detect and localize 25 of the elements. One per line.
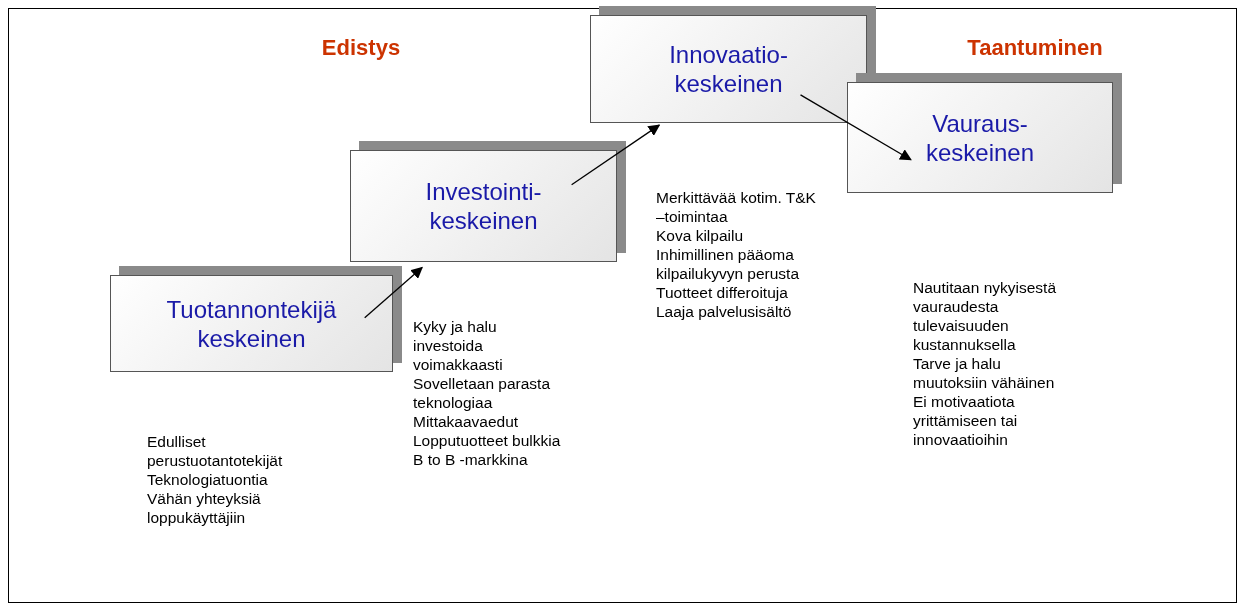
description-text: B to B -markkina: [413, 450, 529, 469]
arrow: [570, 124, 661, 186]
description-text: Mittakaavaedut: [413, 412, 520, 431]
description-text: Nautitaan nykyisestä vauraudesta tulevaisuuden kustannuksella: [913, 278, 1058, 354]
description-text: Lopputuotteet bulkkia: [413, 431, 562, 450]
description-text: Ei motivaatiota yrittämiseen tai innovaatioihin: [913, 392, 1019, 449]
box-title: Innovaatio- keskeinen: [668, 40, 789, 98]
description-text: Merkittävää kotim. T&K –toimintaa: [656, 188, 817, 226]
description-text: Inhimillinen pääoma kilpailukyvyn perusta: [656, 245, 800, 283]
stage-heading: Edistys: [321, 35, 401, 61]
description-text: Teknologiatuontia: [147, 470, 269, 489]
box-title: Tuotannontekijä keskeinen: [165, 294, 338, 353]
arrow: [364, 266, 423, 319]
stage-heading: Taantuminen: [967, 35, 1103, 61]
arrow: [799, 94, 912, 161]
box-title: Investointi- keskeinen: [424, 177, 543, 235]
box-title: Vauraus- keskeinen: [924, 108, 1036, 167]
description-text: Tuotteet differoituja: [656, 283, 789, 302]
description-text: Laaja palvelusisältö: [656, 302, 793, 321]
description-text: Vähän yhteyksiä loppukäyttäjiin: [147, 489, 262, 527]
description-text: Sovelletaan parasta teknologiaa: [413, 374, 551, 412]
description-text: Kyky ja halu investoida voimakkaasti: [413, 317, 504, 374]
description-text: Edulliset perustuotantotekijät: [147, 432, 284, 470]
description-text: Tarve ja halu muutoksiin vähäinen: [913, 354, 1056, 392]
description-text: Kova kilpailu: [656, 226, 745, 245]
